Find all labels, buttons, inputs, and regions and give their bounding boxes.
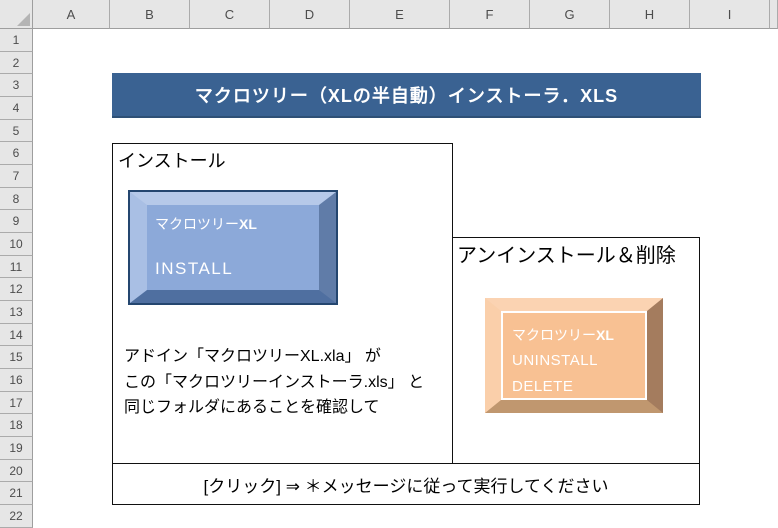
- install-button-product-label: マクロツリーXL: [155, 216, 257, 232]
- column-header-I[interactable]: I: [690, 0, 770, 29]
- column-header-D[interactable]: D: [270, 0, 350, 29]
- column-header-E[interactable]: E: [350, 0, 450, 29]
- row-header-14[interactable]: 14: [0, 323, 33, 347]
- row-header-10[interactable]: 10: [0, 233, 33, 256]
- uninstall-button-face: マクロツリーXL UNINSTALL DELETE: [501, 311, 647, 400]
- row-header-19[interactable]: 19: [0, 437, 33, 460]
- row-header-11[interactable]: 11: [0, 255, 33, 279]
- row-header-15[interactable]: 15: [0, 346, 33, 370]
- row-header-22[interactable]: 22: [0, 505, 33, 528]
- addin-note: アドイン「マクロツリーXL.xla」 が この「マクロツリーインストーラ.xls…: [124, 344, 449, 421]
- instruction-text: [クリック] ⇒ ＊メッセージに従って実行してください: [203, 476, 609, 496]
- column-header-A[interactable]: A: [33, 0, 110, 29]
- row-header-6[interactable]: 6: [0, 142, 33, 166]
- column-header-partial[interactable]: [770, 0, 778, 29]
- uninstall-button[interactable]: マクロツリーXL UNINSTALL DELETE: [485, 298, 663, 413]
- uninstall-button-product-label: マクロツリーXL: [512, 327, 614, 343]
- row-header-20[interactable]: 20: [0, 459, 33, 483]
- uninstall-button-bevel: マクロツリーXL UNINSTALL DELETE: [485, 298, 663, 413]
- column-header-H[interactable]: H: [610, 0, 690, 29]
- addin-note-line2: この「マクロツリーインストーラ.xls」 と: [124, 373, 425, 391]
- install-button-face: マクロツリーXL INSTALL: [147, 205, 319, 290]
- column-header-F[interactable]: F: [450, 0, 530, 29]
- instruction-bar: [クリック] ⇒ ＊メッセージに従って実行してください: [112, 463, 700, 505]
- column-header-C[interactable]: C: [190, 0, 270, 29]
- row-header-7[interactable]: 7: [0, 165, 33, 188]
- uninstall-button-action1-label: UNINSTALL: [512, 352, 598, 369]
- uninstall-button-action2-label: DELETE: [512, 378, 574, 395]
- row-header-21[interactable]: 21: [0, 482, 33, 506]
- column-header-G[interactable]: G: [530, 0, 610, 29]
- row-header-1[interactable]: 1: [0, 29, 33, 52]
- install-button-action-label: INSTALL: [155, 259, 234, 278]
- install-button[interactable]: マクロツリーXL INSTALL: [128, 190, 338, 305]
- select-all-corner[interactable]: [0, 0, 33, 29]
- row-header-3[interactable]: 3: [0, 74, 33, 98]
- addin-note-line3: 同じフォルダにあることを確認して: [124, 399, 380, 416]
- addin-note-line1: アドイン「マクロツリーXL.xla」 が: [124, 348, 381, 365]
- install-button-bevel: マクロツリーXL INSTALL: [130, 192, 336, 303]
- row-header-9[interactable]: 9: [0, 210, 33, 234]
- row-header-8[interactable]: 8: [0, 187, 33, 211]
- title-banner: マクロツリー（XLの半自動）インストーラ．XLS: [112, 73, 701, 118]
- row-header-16[interactable]: 16: [0, 369, 33, 392]
- select-all-triangle-icon: [17, 13, 30, 26]
- row-header-2[interactable]: 2: [0, 51, 33, 75]
- install-heading: インストール: [118, 151, 226, 171]
- row-header-5[interactable]: 5: [0, 119, 33, 143]
- row-header-17[interactable]: 17: [0, 391, 33, 415]
- row-header-12[interactable]: 12: [0, 278, 33, 302]
- row-header-4[interactable]: 4: [0, 97, 33, 120]
- row-header-18[interactable]: 18: [0, 414, 33, 438]
- workbook-title: マクロツリー（XLの半自動）インストーラ．XLS: [194, 85, 619, 106]
- row-header-13[interactable]: 13: [0, 301, 33, 324]
- uninstall-heading: アンインストール＆削除: [457, 245, 676, 267]
- column-header-B[interactable]: B: [110, 0, 190, 29]
